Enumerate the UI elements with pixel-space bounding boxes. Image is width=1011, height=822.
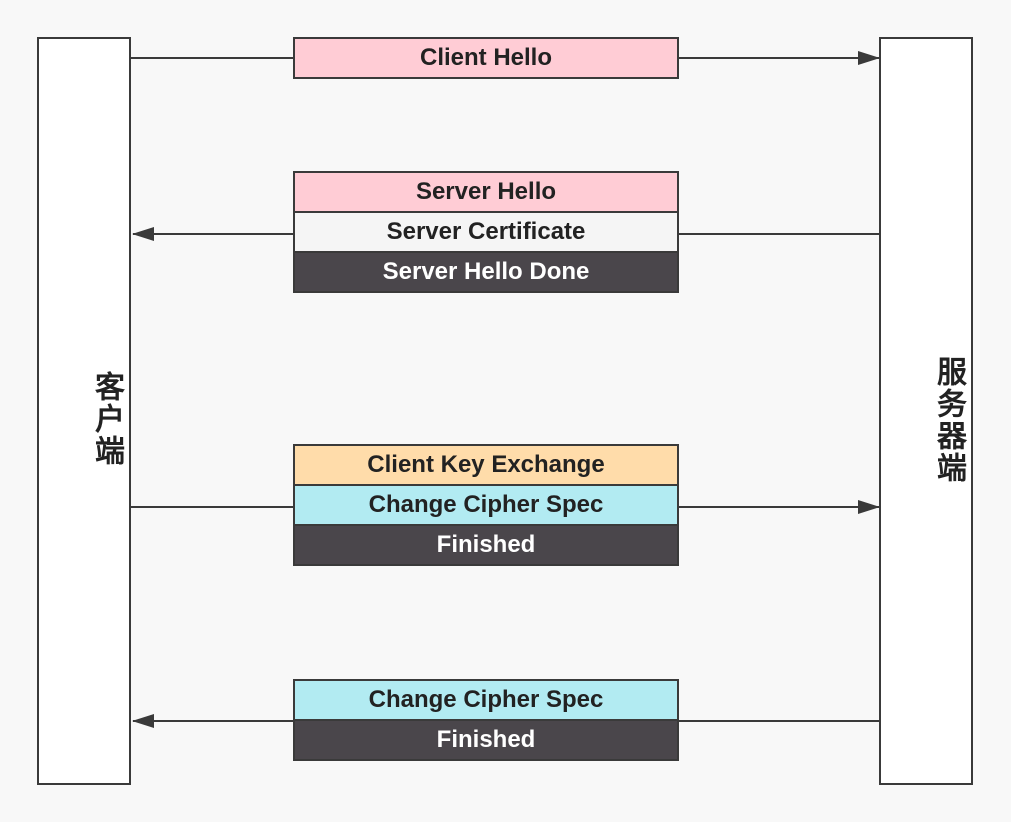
message-server-hello: Server Hello	[293, 171, 679, 213]
message-group-client-key-exchange: Client Key Exchange Change Cipher Spec F…	[293, 444, 679, 566]
message-change-cipher-spec-server: Change Cipher Spec	[293, 679, 679, 721]
message-change-cipher-spec-client: Change Cipher Spec	[293, 484, 679, 526]
message-group-server-hello: Server Hello Server Certificate Server H…	[293, 171, 679, 293]
message-group-server-finished: Change Cipher Spec Finished	[293, 679, 679, 761]
message-client-key-exchange: Client Key Exchange	[293, 444, 679, 486]
message-finished-client: Finished	[293, 524, 679, 566]
server-label: 服务器端	[931, 356, 966, 484]
message-finished-server: Finished	[293, 719, 679, 761]
message-group-client-hello: Client Hello	[293, 37, 679, 79]
message-server-certificate: Server Certificate	[293, 211, 679, 253]
message-client-hello: Client Hello	[293, 37, 679, 79]
client-lifeline: 客户端	[37, 37, 131, 785]
client-label: 客户端	[89, 371, 124, 467]
message-server-hello-done: Server Hello Done	[293, 251, 679, 293]
server-lifeline: 服务器端	[879, 37, 973, 785]
